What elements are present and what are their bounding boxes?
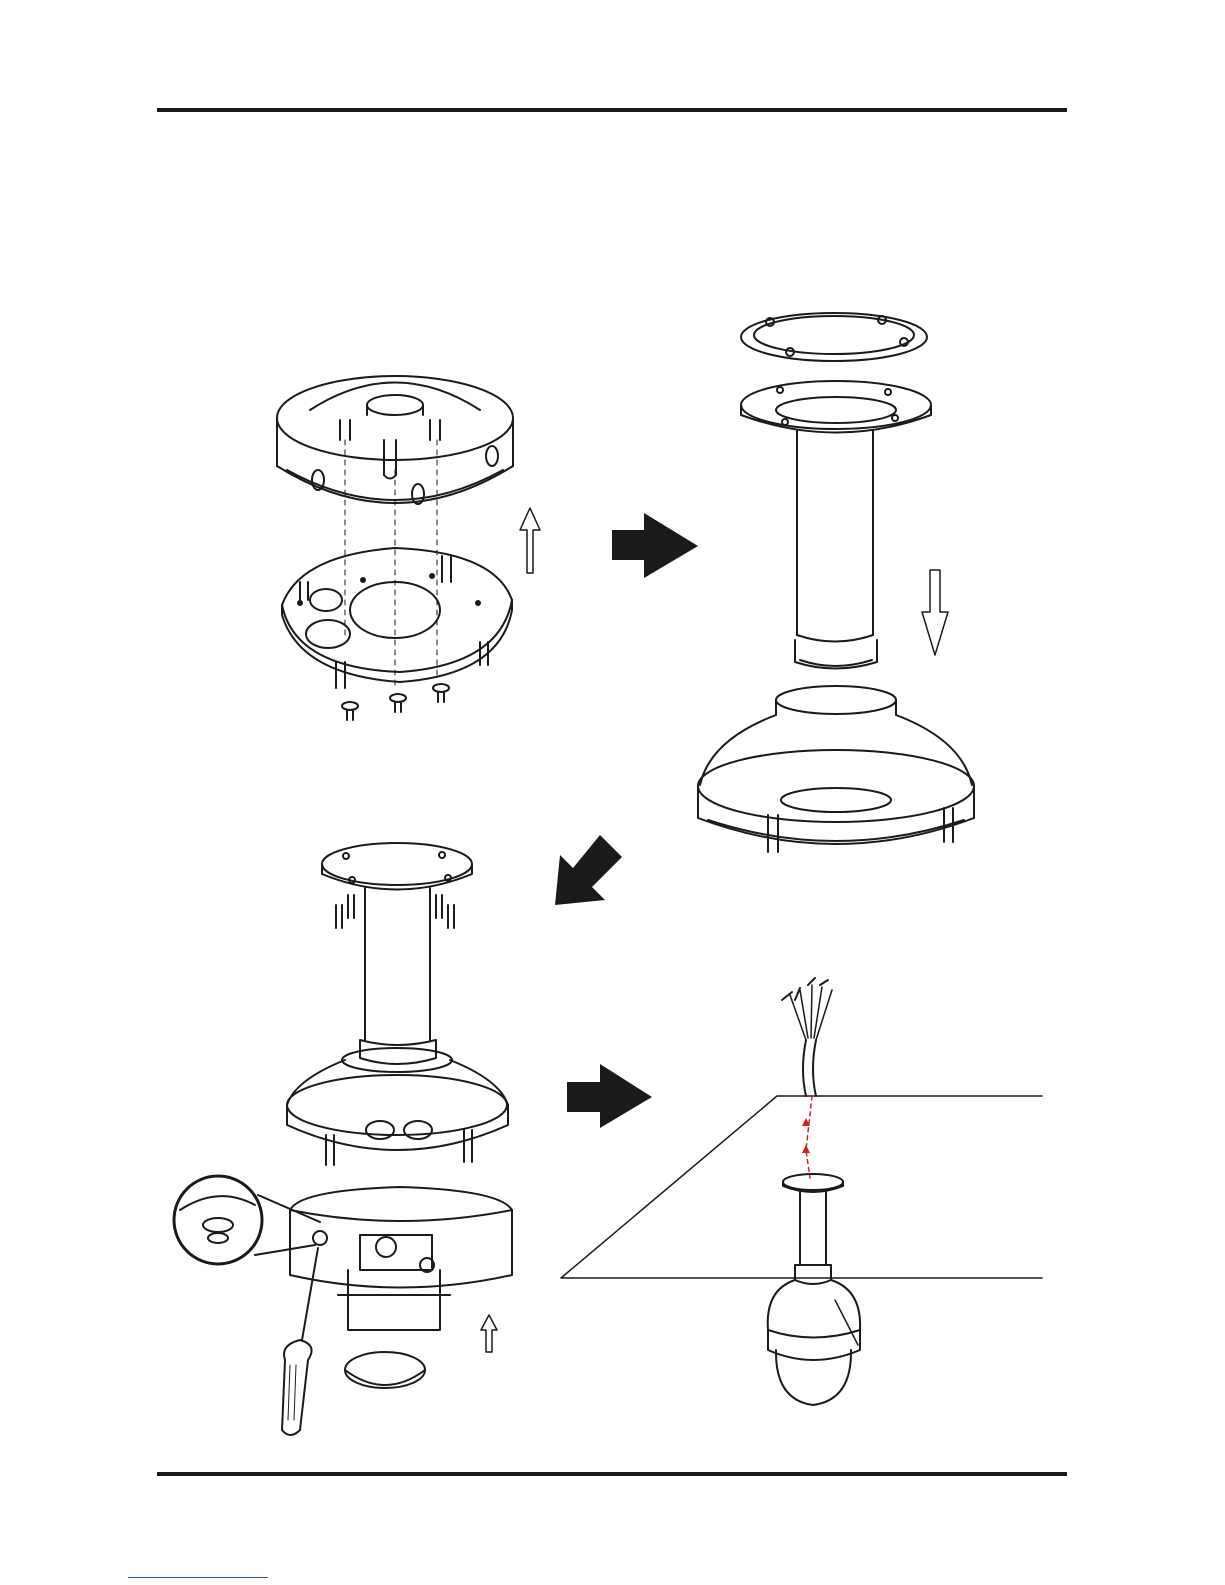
flow-arrow-right-2 [567,1064,652,1128]
flow-arrow-right-1 [612,513,698,578]
screwdriver [282,1248,318,1435]
gasket-ring [741,313,927,361]
cable-route-trace [806,1096,812,1178]
step-2-pendant-mount-attach [698,313,974,852]
flow-arrow-down-left [555,835,622,905]
mount-flange [741,381,931,433]
screw-detail-callout [174,1176,327,1264]
ceiling-plane [561,1096,1042,1278]
attach-arrow-down [922,570,948,655]
cable-bundle [782,978,832,1096]
installed-camera [768,1174,860,1405]
camera-body [290,1187,512,1388]
step-3-camera-fasten [174,843,512,1435]
lift-arrow-up [520,508,540,573]
step3-screws [336,895,454,928]
step-1-base-plate-removal [277,376,540,720]
step3-dome-housing [287,1048,508,1165]
base-plate [282,548,512,688]
step3-pipe [365,888,430,1040]
step-4-ceiling-install [561,978,1042,1405]
screws [342,684,449,720]
lift-arrow-up-small [481,1315,497,1352]
step3-flange [322,843,472,890]
pendant-pipe [795,430,877,669]
lower-dome-housing [698,686,974,852]
